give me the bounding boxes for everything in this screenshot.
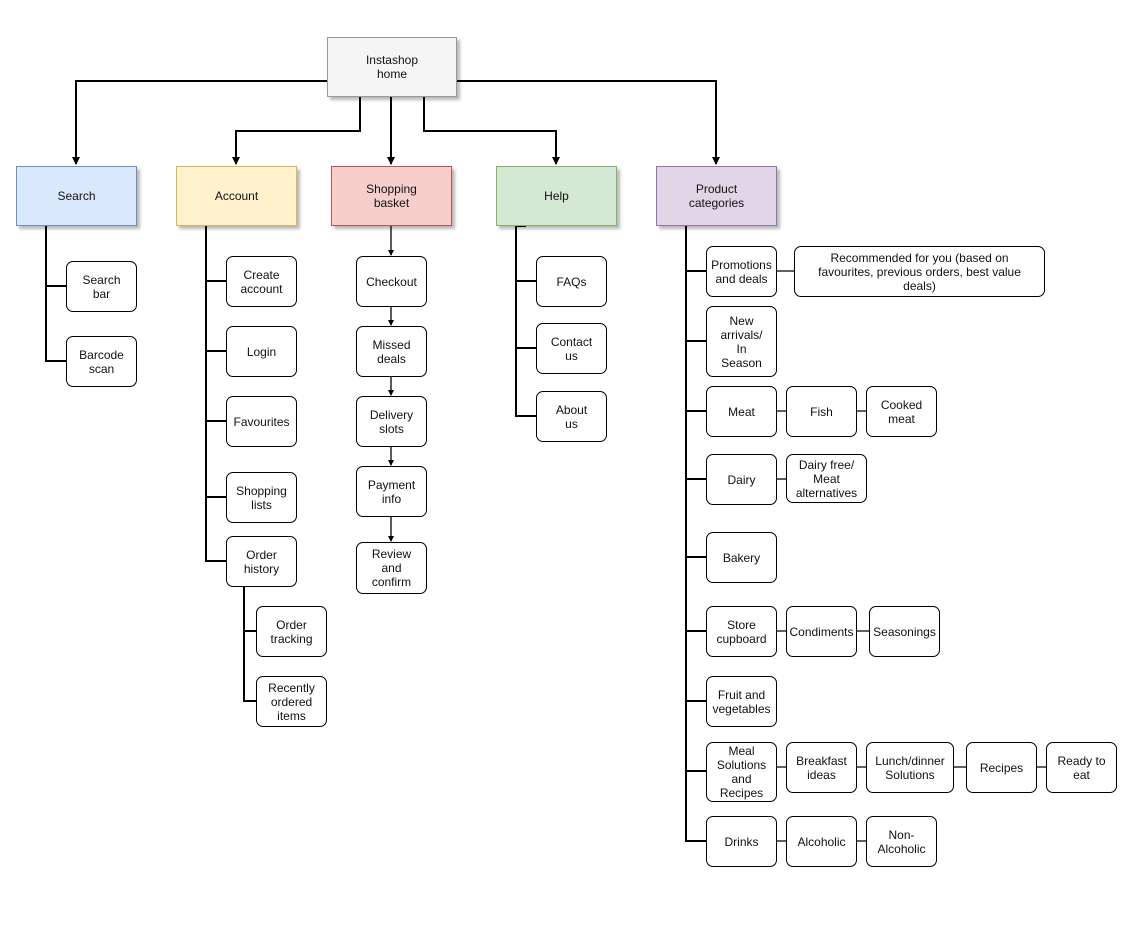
node-ready-to-eat: Ready to eat bbox=[1046, 742, 1117, 793]
edge-root-search bbox=[72, 80, 327, 165]
node-alcoholic: Alcoholic bbox=[786, 816, 857, 867]
node-product-categories: Product categories bbox=[656, 166, 777, 226]
node-breakfast-ideas: Breakfast ideas bbox=[786, 742, 857, 793]
node-seasonings: Seasonings bbox=[869, 606, 940, 657]
node-bakery: Bakery bbox=[706, 532, 777, 583]
node-meat: Meat bbox=[706, 386, 777, 437]
node-recently-ordered-items: Recently ordered items bbox=[256, 676, 327, 727]
node-help: Help bbox=[496, 166, 617, 226]
node-missed-deals: Missed deals bbox=[356, 326, 427, 377]
node-contact-us: Contact us bbox=[536, 323, 607, 374]
node-recipes: Recipes bbox=[966, 742, 1037, 793]
node-store-cupboard: Store cupboard bbox=[706, 606, 777, 657]
node-search: Search bbox=[16, 166, 137, 226]
node-non-alcoholic: Non- Alcoholic bbox=[866, 816, 937, 867]
node-account: Account bbox=[176, 166, 297, 226]
node-fish: Fish bbox=[786, 386, 857, 437]
node-new-arrivals: New arrivals/ In Season bbox=[706, 306, 777, 377]
node-faqs: FAQs bbox=[536, 256, 607, 307]
node-checkout: Checkout bbox=[356, 256, 427, 307]
node-about-us: About us bbox=[536, 391, 607, 442]
node-search-bar: Search bar bbox=[66, 261, 137, 312]
edge-root-account bbox=[232, 97, 361, 165]
node-shopping-lists: Shopping lists bbox=[226, 472, 297, 523]
node-dairy: Dairy bbox=[706, 454, 777, 505]
node-order-history: Order history bbox=[226, 536, 297, 587]
node-order-tracking: Order tracking bbox=[256, 606, 327, 657]
node-barcode-scan: Barcode scan bbox=[66, 336, 137, 387]
node-condiments: Condiments bbox=[786, 606, 857, 657]
node-review-and-confirm: Review and confirm bbox=[356, 542, 427, 594]
edge-order-history-children bbox=[243, 586, 256, 702]
edge-search-children bbox=[45, 226, 66, 362]
edge-categories-children bbox=[685, 226, 706, 842]
node-cooked-meat: Cooked meat bbox=[866, 386, 937, 437]
edge-root-help bbox=[423, 97, 560, 165]
node-create-account: Create account bbox=[226, 256, 297, 307]
node-payment-info: Payment info bbox=[356, 466, 427, 517]
node-dairy-free: Dairy free/ Meat alternatives bbox=[786, 454, 867, 503]
node-instashop-home: Instashop home bbox=[327, 37, 457, 97]
node-favourites: Favourites bbox=[226, 396, 297, 447]
edge-root-categories bbox=[457, 80, 720, 165]
edge-help-children bbox=[515, 225, 536, 417]
node-recommended-for-you: Recommended for you (based on favourites… bbox=[794, 246, 1045, 297]
node-lunch-dinner-solutions: Lunch/dinner Solutions bbox=[866, 742, 954, 793]
edge-account-children bbox=[205, 226, 226, 562]
node-fruit-and-vegetables: Fruit and vegetables bbox=[706, 676, 777, 727]
node-delivery-slots: Delivery slots bbox=[356, 396, 427, 447]
node-promotions-and-deals: Promotions and deals bbox=[706, 246, 777, 297]
node-drinks: Drinks bbox=[706, 816, 777, 867]
node-login: Login bbox=[226, 326, 297, 377]
node-shopping-basket: Shopping basket bbox=[331, 166, 452, 226]
node-meal-solutions: Meal Solutions and Recipes bbox=[706, 742, 777, 802]
